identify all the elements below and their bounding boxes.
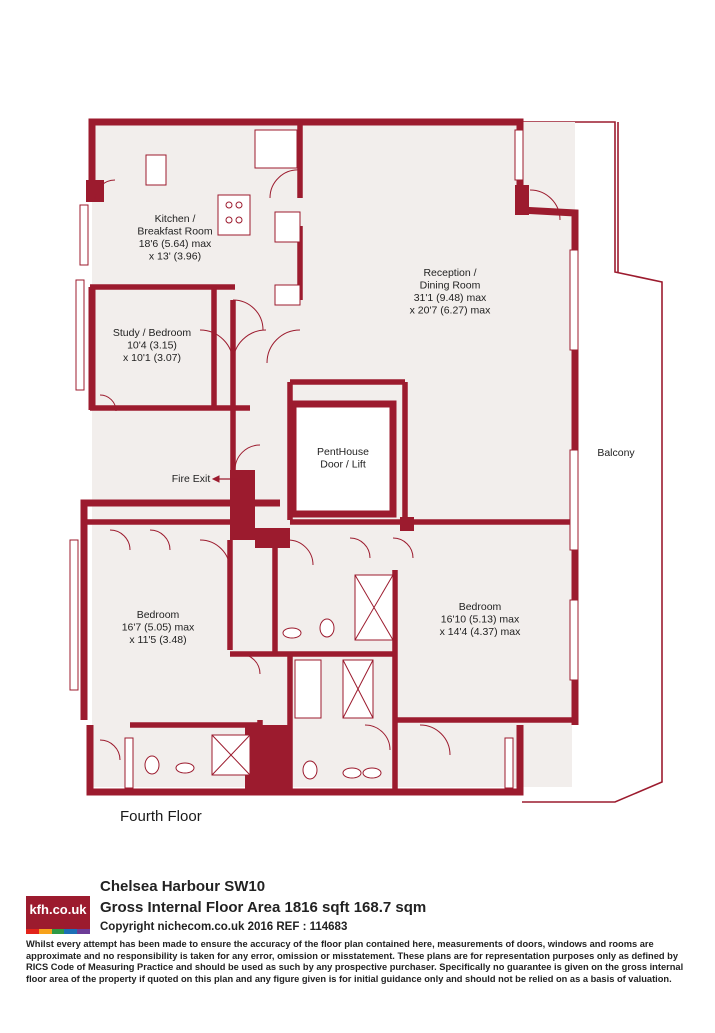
logo-color-bars [26,929,90,934]
floor-area: Gross Internal Floor Area 1816 sqft 168.… [100,899,427,916]
reception-label-line: Dining Room [420,280,481,292]
balcony-label: Balcony [597,447,635,459]
reception-label-line: 31'1 (9.48) max [414,292,487,304]
kitchen-fixtures [145,129,301,306]
bedroom-right-label-line: 16'10 (5.13) max [441,614,520,626]
logo-color-bar [51,929,65,934]
bedroom-left-label-line: 16'7 (5.05) max [122,622,195,634]
logo-color-bar [77,929,90,934]
fire-exit-arrow [211,475,238,483]
logo-text: kfh.co.uk [29,902,87,917]
study-label-line: 10'4 (3.15) [127,340,177,352]
floor-label: Fourth Floor [120,808,202,825]
study-label-line: x 10'1 (3.07) [123,352,181,364]
kitchen-label-line: x 13' (3.96) [149,251,201,263]
bedroom-left-label-line: x 11'5 (3.48) [129,634,186,646]
exterior-walls [80,118,579,796]
bedroom-right-label-line: Bedroom [459,601,502,613]
logo-color-bar [26,929,39,934]
property-name: Chelsea Harbour SW10 [100,878,266,895]
disclaimer: Whilst every attempt has been made to en… [26,939,684,984]
copyright-line: Copyright nichecom.co.uk 2016 REF : 1146… [100,921,348,933]
kitchen-label-line: Kitchen / [155,213,196,225]
reception-label-line: Reception / [423,267,476,279]
logo-color-bar [38,929,52,934]
study-label-line: Study / Bedroom [113,327,191,339]
bathroom-fixtures [144,574,394,780]
penthouse-label-line: Door / Lift [320,459,366,471]
logo-color-bar [64,929,78,934]
bedroom-right-label-line: x 14'4 (4.37) max [440,626,522,638]
balcony-outline [522,121,663,803]
wall-blocks [86,180,529,792]
fire-exit-label-line: Fire Exit [172,473,211,485]
inner-rooms [92,287,397,518]
fire-exit-label: Fire Exit [172,473,211,485]
penthouse-label-line: PentHouse [317,446,369,458]
kitchen-label-line: Breakfast Room [137,226,213,238]
kfh-logo[interactable]: kfh.co.uk [26,896,90,934]
windows [69,129,579,789]
kitchen-label-line: 18'6 (5.64) max [139,238,212,250]
balcony-label-line: Balcony [597,447,635,459]
door-swings [94,169,561,761]
bedroom-left-label-line: Bedroom [137,609,180,621]
reception-label-line: x 20'7 (6.27) max [410,305,492,317]
